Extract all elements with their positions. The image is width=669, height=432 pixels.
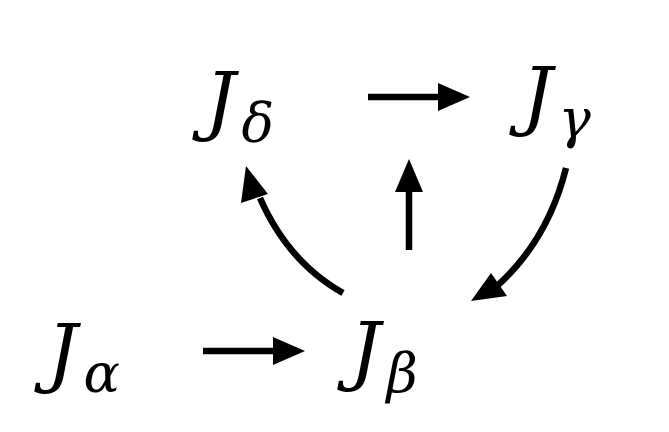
node-j-beta-subscript: β xyxy=(384,342,417,405)
svg-text:J γ: J γ xyxy=(509,50,591,150)
node-j-delta: J δ xyxy=(192,55,274,155)
node-j-alpha: J α xyxy=(34,307,120,405)
node-j-beta-main: J xyxy=(337,305,384,394)
node-j-gamma-main: J xyxy=(509,50,556,139)
arrow-delta-to-gamma xyxy=(368,83,470,111)
node-j-delta-main: J xyxy=(192,55,239,144)
arrow-alpha-to-beta xyxy=(203,337,305,365)
arrow-beta-to-delta-straight xyxy=(395,159,423,250)
node-j-beta: J β xyxy=(337,305,418,405)
svg-text:J δ: J δ xyxy=(192,55,274,155)
node-j-alpha-main: J xyxy=(34,307,81,396)
node-j-delta-subscript: δ xyxy=(241,92,274,155)
svg-text:J α: J α xyxy=(34,307,120,405)
arrow-gamma-to-beta-curved xyxy=(471,167,570,301)
node-j-gamma: J γ xyxy=(509,50,591,150)
arrow-beta-to-delta-curved xyxy=(241,166,345,296)
svg-text:J β: J β xyxy=(337,305,418,405)
node-j-alpha-subscript: α xyxy=(83,342,119,405)
node-j-gamma-subscript: γ xyxy=(558,87,591,150)
